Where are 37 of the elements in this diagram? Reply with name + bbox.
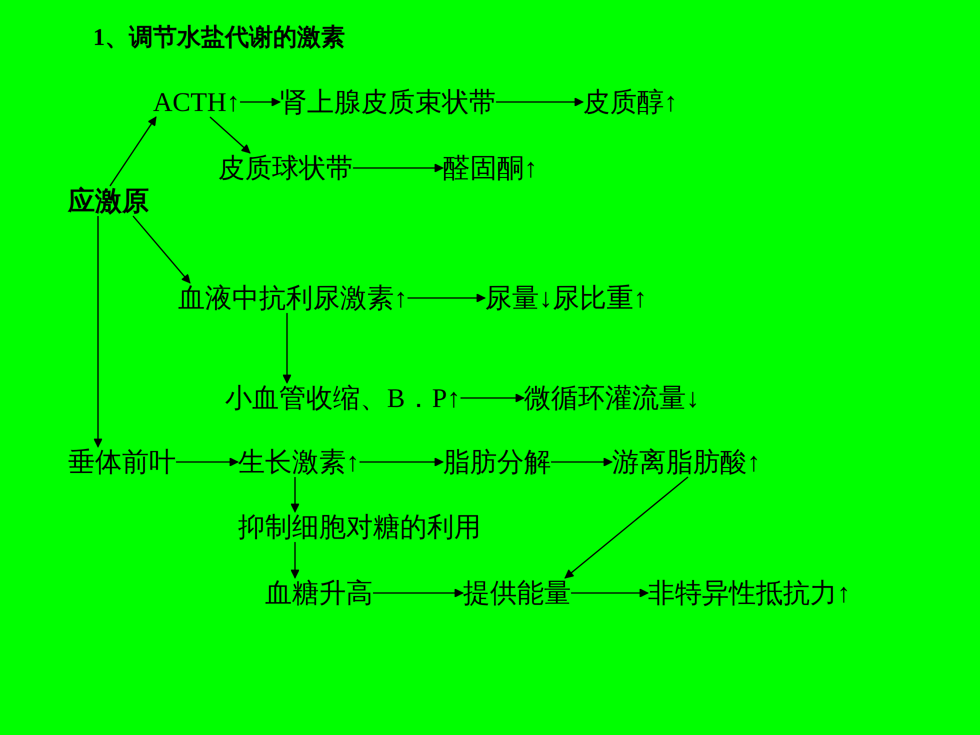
arrow — [290, 542, 300, 578]
flow-label: 抑制细胞对糖的利用 — [238, 512, 481, 542]
arrow — [240, 98, 280, 106]
arrow — [571, 588, 648, 598]
flow-label: 醛固酮↑ — [443, 153, 538, 183]
flow-label: 提供能量 — [463, 578, 571, 608]
arrow — [353, 164, 444, 172]
arrow — [109, 116, 157, 186]
flow-label: 垂体前叶 — [68, 447, 176, 477]
flow-label: ACTH↑ — [153, 87, 240, 117]
arrow — [282, 313, 292, 384]
arrow — [94, 216, 102, 448]
flow-label: 微循环灌流量↓ — [524, 383, 700, 413]
flow-label: 肾上腺皮质束状带 — [280, 87, 496, 117]
arrow — [360, 458, 444, 466]
flow-label: 血糖升高 — [265, 578, 373, 608]
arrow — [132, 216, 190, 284]
flow-label: 生长激素↑ — [238, 447, 360, 477]
arrow — [210, 116, 250, 154]
flow-label: 非特异性抵抗力↑ — [648, 578, 850, 608]
arrow — [290, 477, 300, 512]
arrow — [460, 394, 524, 402]
arrow — [373, 588, 464, 598]
flow-label: 血液中抗利尿激素↑ — [178, 283, 408, 313]
arrow — [176, 458, 238, 466]
arrow — [408, 294, 486, 302]
arrow — [551, 458, 612, 466]
flow-label: 小血管收缩、B．P↑ — [225, 383, 461, 413]
arrow — [496, 98, 584, 106]
flow-label: 游离脂肪酸↑ — [612, 447, 760, 477]
flow-label: 应激原 — [68, 186, 149, 216]
flow-label: 脂肪分解 — [443, 447, 551, 477]
flow-label: 尿量↓尿比重↑ — [485, 283, 647, 313]
flow-label: 皮质醇↑ — [583, 87, 678, 117]
heading: 1、调节水盐代谢的激素 — [93, 24, 345, 52]
flow-label: 皮质球状带 — [218, 153, 353, 183]
arrow — [564, 476, 688, 578]
